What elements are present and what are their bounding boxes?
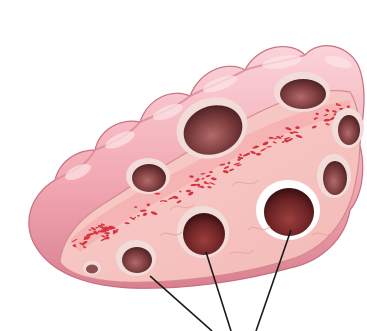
follicle-bottom-left [116, 240, 156, 276]
follicle-right-lower [317, 154, 351, 198]
follicle-bottom-center [177, 206, 229, 258]
follicle-mid-left [126, 158, 170, 194]
follicle-right-edge [332, 108, 364, 148]
follicle-top-right [274, 72, 330, 112]
stroma-speckle [209, 171, 213, 173]
follicle-bottom-right [256, 180, 320, 240]
follicle-small-far-left [83, 261, 101, 275]
